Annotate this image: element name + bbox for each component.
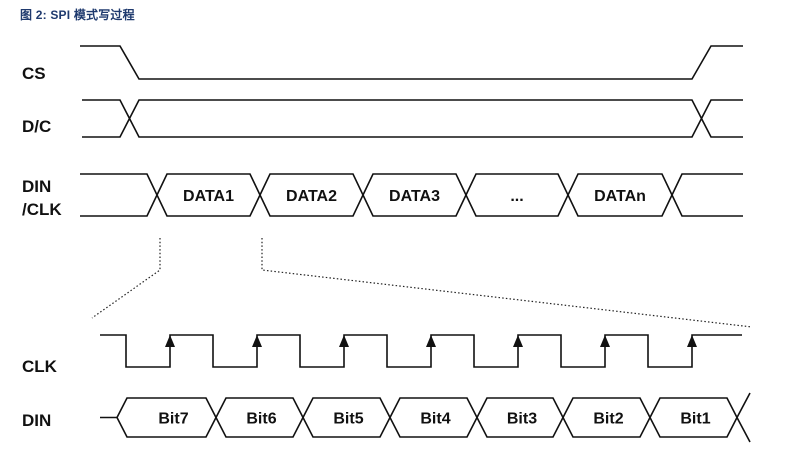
rising-edge-arrow-icon bbox=[600, 335, 610, 347]
bit-label: Bit2 bbox=[593, 411, 623, 428]
bus-segment-label: DATAn bbox=[594, 188, 646, 205]
signal-label-din-bits: DIN bbox=[22, 411, 51, 430]
dc-waveform-bottom bbox=[82, 99, 743, 138]
din-trailing-cross bbox=[736, 392, 751, 443]
bus-segment-label: ... bbox=[510, 188, 523, 205]
signal-label-clk-combined: /CLK bbox=[22, 200, 62, 219]
signal-label-clk: CLK bbox=[22, 357, 58, 376]
rising-edge-arrow-icon bbox=[252, 335, 262, 347]
zoom-guide-left bbox=[91, 238, 161, 319]
bit-label: Bit3 bbox=[507, 411, 537, 428]
bit-label: Bit5 bbox=[333, 411, 363, 428]
rising-edge-arrow-icon bbox=[339, 335, 349, 347]
data-bus-waveform: DATA1 DATA2 DATA3... DATAn bbox=[80, 173, 743, 217]
clk-line bbox=[100, 334, 742, 368]
cs-waveform bbox=[80, 45, 743, 80]
signal-label-dc: D/C bbox=[22, 117, 51, 136]
bus-segment-label: DATA2 bbox=[286, 188, 337, 205]
bus-segment-label: DATA3 bbox=[389, 188, 440, 205]
bit-label: Bit1 bbox=[680, 411, 710, 428]
rising-edge-arrow-icon bbox=[426, 335, 436, 347]
bit-label: Bit7 bbox=[158, 411, 188, 428]
rising-edge-arrow-icon bbox=[687, 335, 697, 347]
signal-label-din: DIN bbox=[22, 177, 51, 196]
din-bits-waveform: Bit7 Bit6 Bit5 Bit4 Bit3 Bit2 Bit1 bbox=[100, 392, 751, 443]
signal-label-cs: CS bbox=[22, 64, 46, 83]
bus-idle-start bbox=[80, 173, 158, 217]
rising-edge-arrow-icon bbox=[165, 335, 175, 347]
clk-waveform bbox=[100, 334, 742, 368]
bit-label: Bit6 bbox=[246, 411, 276, 428]
dc-waveform-top bbox=[82, 99, 743, 138]
rising-edge-arrow-icon bbox=[513, 335, 523, 347]
bit-label: Bit4 bbox=[420, 411, 450, 428]
bus-segment-label: DATA1 bbox=[183, 188, 234, 205]
zoom-guide-right bbox=[261, 238, 753, 328]
bus-idle-end bbox=[671, 173, 743, 217]
figure-title: 图 2: SPI 模式写过程 bbox=[20, 8, 135, 22]
